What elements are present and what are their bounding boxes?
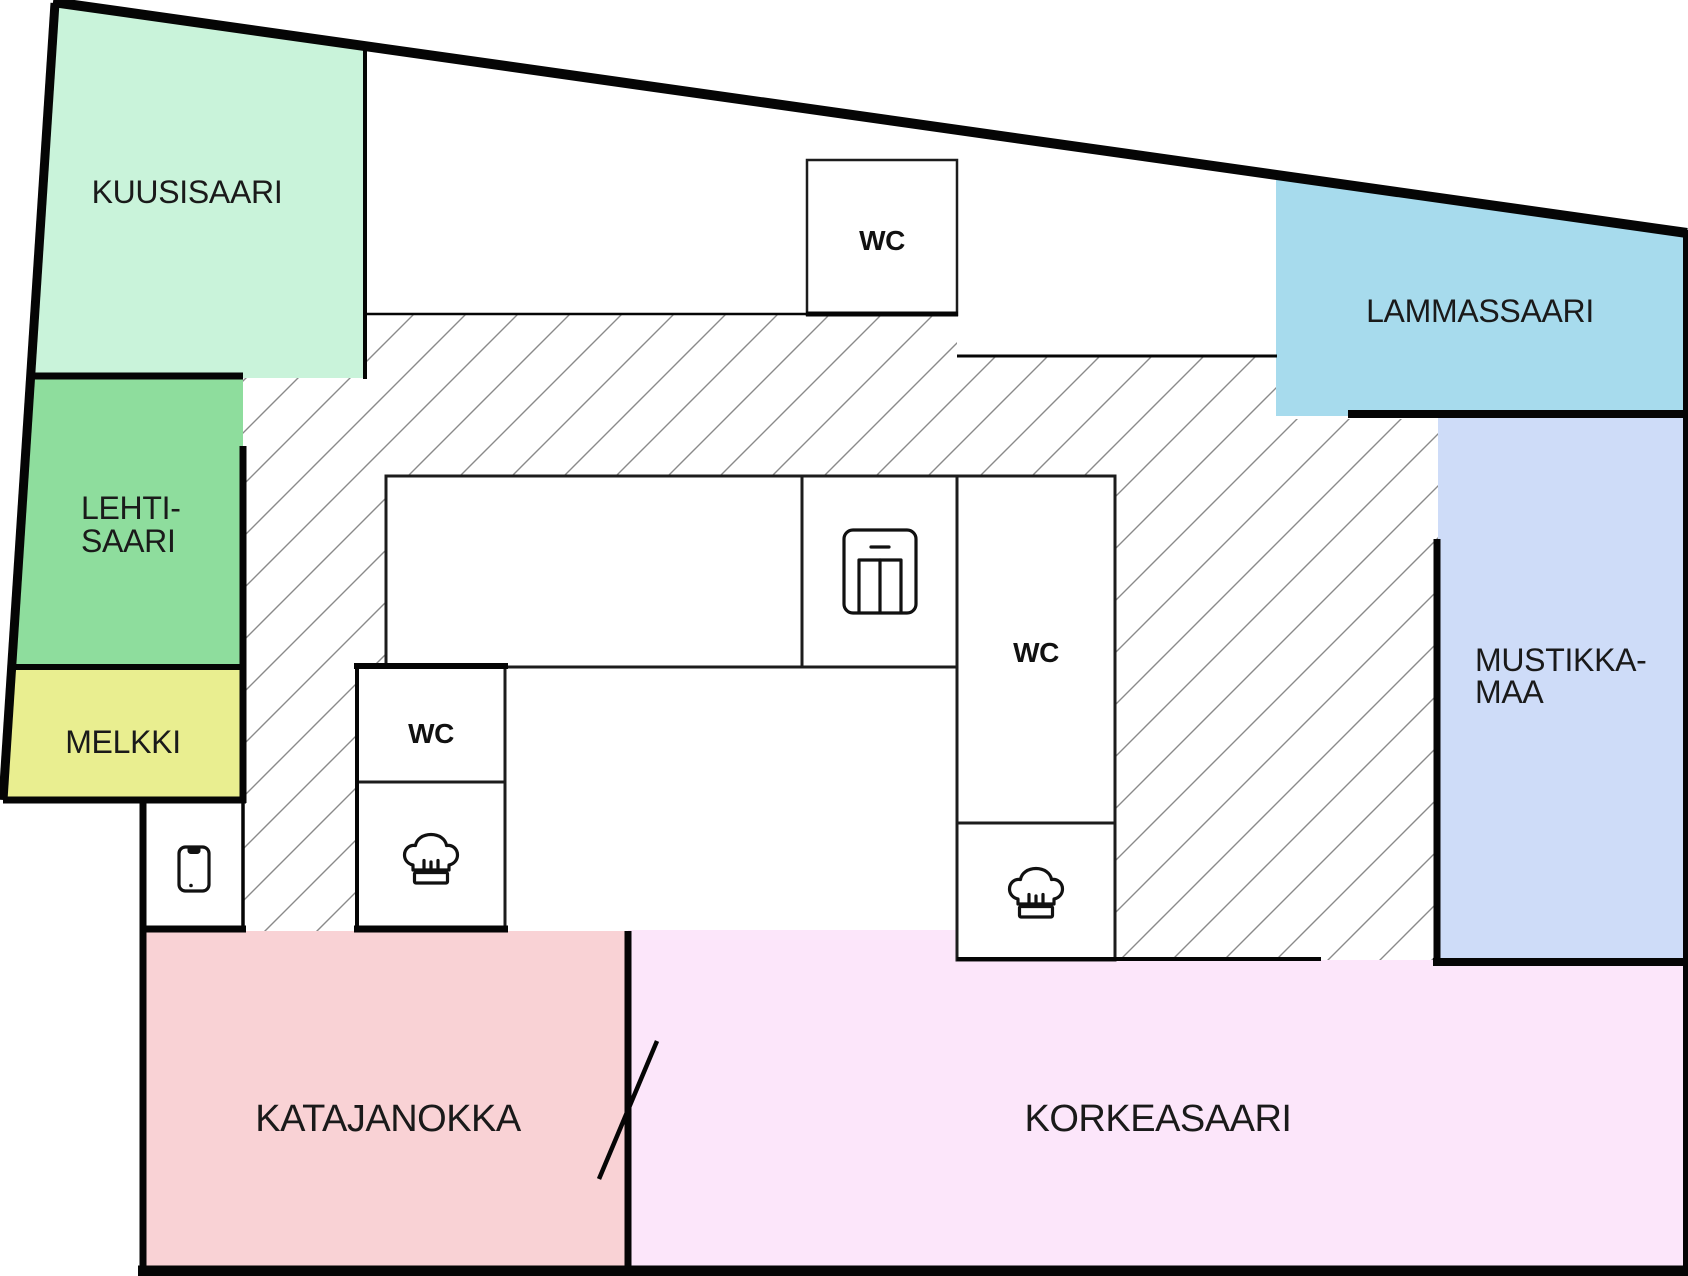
label-melkki: MELKKI xyxy=(65,724,181,760)
door-swing-line xyxy=(596,1040,660,1180)
label-mustikkamaa-line1: MUSTIKKA- xyxy=(1475,642,1647,678)
chef-hat-icon xyxy=(1007,866,1065,919)
room-wc-top[interactable] xyxy=(805,158,959,317)
central-open-area xyxy=(505,667,957,931)
label-wc-top: WC xyxy=(859,225,905,256)
room-central-large[interactable] xyxy=(384,474,804,669)
label-wc-left: WC xyxy=(408,718,454,749)
label-mustikkamaa-line2: MAA xyxy=(1475,674,1544,710)
chef-hat-icon xyxy=(402,832,460,885)
room-wc-left[interactable] xyxy=(355,665,507,784)
room-korkeasaari[interactable] xyxy=(628,930,1686,1271)
label-lehtisaari-line2: SAARI xyxy=(81,523,176,559)
label-lehtisaari-line1: LEHTI- xyxy=(81,490,181,526)
wall-exterior-top xyxy=(52,0,1688,238)
label-kuusisaari: KUUSISAARI xyxy=(92,174,283,210)
label-katajanokka: KATAJANOKKA xyxy=(255,1098,522,1140)
label-korkeasaari: KORKEASAARI xyxy=(1025,1098,1292,1140)
phone-icon xyxy=(177,845,211,893)
elevator-icon xyxy=(842,528,918,615)
label-lammassaari: LAMMASSAARI xyxy=(1366,293,1594,329)
room-wc-right[interactable] xyxy=(955,474,1117,825)
room-mustikkamaa[interactable] xyxy=(1438,417,1686,963)
room-kitchen-left[interactable] xyxy=(355,780,507,931)
room-lehtisaari[interactable] xyxy=(12,374,243,667)
room-lammassaari[interactable] xyxy=(1276,175,1686,416)
room-melkki[interactable] xyxy=(3,665,243,801)
label-wc-right: WC xyxy=(1013,637,1059,668)
wall-exterior-left-upper xyxy=(0,2,60,801)
room-katajanokka[interactable] xyxy=(143,931,628,1271)
room-kitchen-right[interactable] xyxy=(955,821,1117,962)
room-kuusisaari[interactable] xyxy=(33,5,365,378)
